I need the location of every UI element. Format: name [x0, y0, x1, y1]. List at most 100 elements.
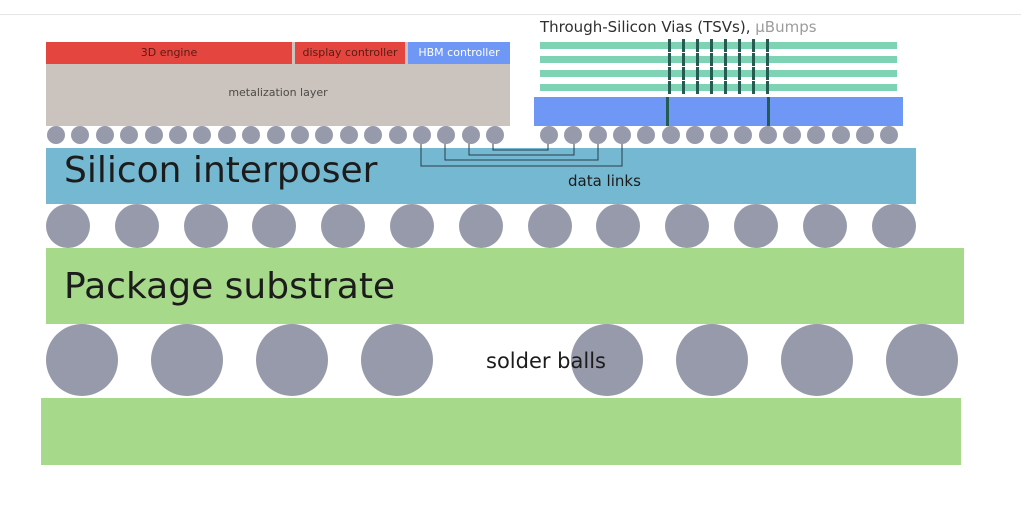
micro-bump [144, 126, 163, 144]
dram-die-layer [540, 70, 897, 77]
micro-bump [364, 126, 383, 144]
c4-bump [596, 204, 641, 248]
micro-bump [339, 126, 358, 144]
micro-bump [734, 126, 753, 144]
micro-bump [461, 126, 480, 144]
data-link-trace [420, 134, 623, 167]
display-controller-block: display controller [295, 42, 405, 64]
micro-bump [661, 126, 680, 144]
tsv-segment [766, 39, 769, 52]
tsv-segment [752, 53, 755, 66]
micro-bump [217, 126, 236, 144]
micro-bump [169, 126, 187, 144]
tsv-segment [724, 67, 727, 80]
micro-bump [242, 126, 261, 144]
micro-bump [266, 126, 285, 144]
ubumps-label: µBumps [755, 18, 817, 36]
tsv-segment [682, 39, 685, 52]
top-divider [0, 14, 1021, 15]
tsv-base-segment [666, 97, 669, 126]
data-link-trace [468, 134, 575, 156]
c4-bump [734, 204, 778, 248]
micro-bump [388, 126, 407, 144]
tsv-segment [752, 81, 755, 94]
solder-ball [46, 324, 118, 396]
micro-bump [807, 126, 826, 144]
c4-bump [321, 204, 366, 248]
tsv-segment [682, 67, 685, 80]
micro-bump [710, 126, 729, 144]
hbm-logic-base-die [534, 97, 903, 126]
tsv-segment [710, 39, 713, 52]
dram-die-layer [540, 42, 897, 49]
tsv-segment [724, 53, 727, 66]
tsv-segment [682, 53, 685, 66]
dram-die-layer [540, 56, 897, 63]
tsv-segment [668, 67, 671, 80]
data-link-trace [444, 134, 599, 161]
micro-bump [540, 126, 558, 144]
tsv-segment [738, 67, 741, 80]
tsv-segment [696, 53, 699, 66]
tsv-segment [738, 39, 741, 52]
metalization-layer-label: metalization layer [228, 86, 328, 99]
tsv-segment [766, 81, 769, 94]
micro-bump [855, 126, 874, 144]
tsv-segment [710, 81, 713, 94]
tsv-segment [724, 39, 727, 52]
silicon-interposer [46, 148, 916, 204]
micro-bump [758, 126, 777, 144]
tsv-base-segment [767, 97, 770, 126]
solder-ball [781, 324, 853, 396]
tsv-segment [738, 81, 741, 94]
micro-bump [95, 126, 114, 144]
c4-bump [252, 204, 297, 248]
c4-bump [802, 204, 847, 248]
micro-bump [413, 126, 431, 144]
solder-ball [256, 324, 328, 396]
tsv-segment [696, 39, 699, 52]
tsv-segment [696, 67, 699, 80]
micro-bump [486, 126, 505, 144]
tsv-segment [668, 53, 671, 66]
package-substrate [46, 248, 964, 324]
c4-bump [114, 204, 159, 248]
micro-bump [637, 126, 656, 144]
tsv-segment [724, 81, 727, 94]
c4-bump [665, 204, 710, 248]
solder-ball [361, 324, 433, 396]
micro-bump [193, 126, 212, 144]
micro-bump [685, 126, 704, 144]
tsv-segment [710, 53, 713, 66]
c4-bump [871, 204, 916, 248]
micro-bump [612, 126, 631, 144]
tsv-segment [710, 67, 713, 80]
interposer-title: Silicon interposer [64, 150, 378, 191]
c4-bump [458, 204, 503, 248]
package-substrate-title: Package substrate [64, 266, 396, 307]
tsv-segment [752, 39, 755, 52]
solder-ball [886, 324, 958, 396]
micro-bump [71, 126, 90, 144]
circuit-board [41, 398, 961, 465]
solder-ball [151, 324, 223, 396]
tsv-segment [766, 67, 769, 80]
micro-bump [831, 126, 850, 144]
solder-balls-label: solder balls [486, 349, 606, 373]
data-links-label: data links [568, 172, 641, 190]
tsv-title-main: Through-Silicon Vias (TSVs), [540, 18, 751, 36]
tsv-segment [668, 39, 671, 52]
micro-bump [564, 126, 583, 144]
c4-bump [46, 204, 90, 248]
tsv-segment [752, 67, 755, 80]
tsv-segment [738, 53, 741, 66]
engine-3d-block: 3D engine [46, 42, 292, 64]
micro-bump [291, 126, 309, 144]
tsv-title: Through-Silicon Vias (TSVs), µBumps [540, 18, 817, 36]
hbm-controller-block: HBM controller [408, 42, 510, 64]
micro-bump [783, 126, 801, 144]
tsv-segment [766, 53, 769, 66]
micro-bump [588, 126, 607, 144]
c4-bump [527, 204, 572, 248]
tsv-segment [696, 81, 699, 94]
